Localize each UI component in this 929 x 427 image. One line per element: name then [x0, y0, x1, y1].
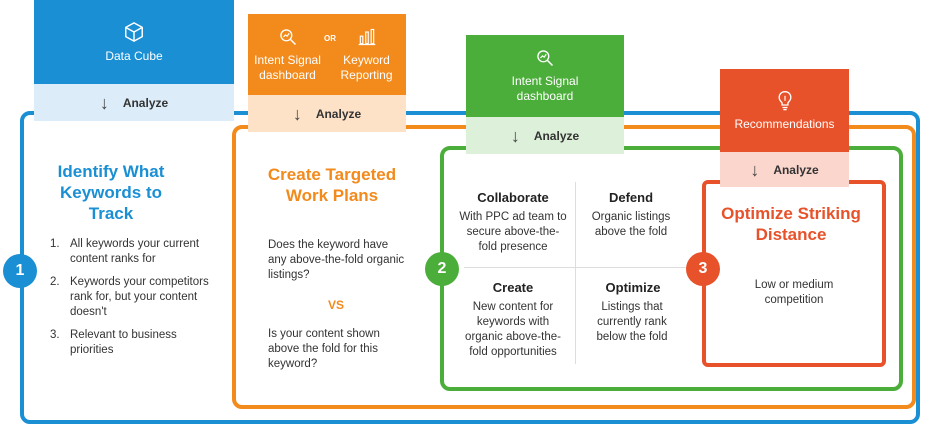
optimize-text: Listings that currently rank below the f… [596, 301, 668, 343]
stage1-heading: Identify What Keywords to Track [57, 162, 165, 223]
arrow-down-icon: ↓ [510, 125, 520, 146]
bar-chart-icon [358, 28, 375, 45]
stage1-analyze: ↓ Analyze [34, 84, 234, 121]
analyze-label: Analyze [773, 162, 819, 177]
magnifier-chart-icon [537, 50, 554, 67]
analyze-label: Analyze [533, 128, 580, 143]
recommendations-box: Recommendations [720, 69, 849, 152]
defend-title: Defend [608, 190, 654, 205]
arrow-down-icon: ↓ [292, 103, 302, 124]
keyword-criteria-list: 1.All keywords your current content rank… [50, 237, 210, 366]
list-item: 2.Keywords your competitors rank for, bu… [50, 276, 209, 318]
stage2-heading: Create Targeted Work Plans [267, 165, 397, 205]
or-label: OR [324, 34, 336, 43]
quadrant-divider-vertical [575, 182, 576, 364]
stage4-analyze: ↓ Analyze [720, 152, 849, 187]
keyword-reporting-option: Keyword Reporting [327, 14, 406, 95]
optimize-title: Optimize [605, 280, 661, 295]
analyze-label: Analyze [315, 106, 362, 121]
list-item: 3.Relevant to business priorities [50, 329, 177, 356]
keyword-reporting-label: Keyword Reporting [340, 52, 393, 82]
magnifier-chart-icon [279, 28, 296, 45]
step-number-2: 2 [425, 252, 459, 286]
analyze-label: Analyze [122, 95, 169, 110]
intent-signal-label: Intent Signal dashboard [511, 74, 579, 103]
intent-signal-box: Intent Signal dashboard [466, 35, 624, 117]
intent-signal-label: Intent Signal dashboard [254, 52, 321, 82]
step-number-3: 3 [686, 252, 720, 286]
step-number-1: 1 [3, 254, 37, 288]
question-2: Is your content shown above the fold for… [268, 328, 380, 370]
stage4-heading: Optimize Striking Distance [721, 204, 861, 244]
create-title: Create [492, 280, 534, 295]
stage2-analyze: ↓ Analyze [248, 95, 406, 132]
recommendations-label: Recommendations [734, 117, 835, 131]
collaborate-title: Collaborate [477, 190, 549, 205]
stage3-analyze: ↓ Analyze [466, 117, 624, 154]
data-cube-box: Data Cube [34, 0, 234, 84]
cube-icon [125, 21, 143, 42]
list-item: 1.All keywords your current content rank… [50, 238, 200, 265]
vs-label: VS [327, 298, 344, 312]
intent-or-keyword-box: Intent Signal dashboard Keyword Reportin… [248, 14, 406, 95]
create-text: New content for keywords with organic ab… [465, 301, 561, 358]
lightbulb-icon [777, 90, 792, 111]
collaborate-text: With PPC ad team to secure above-the-fol… [459, 211, 567, 253]
arrow-down-icon: ↓ [99, 92, 109, 113]
data-cube-label: Data Cube [105, 48, 163, 63]
intent-signal-option: Intent Signal dashboard [248, 14, 327, 95]
stage4-text: Low or medium competition [754, 279, 834, 306]
arrow-down-icon: ↓ [750, 159, 760, 180]
question-1: Does the keyword have any above-the-fold… [268, 239, 405, 281]
defend-text: Organic listings above the fold [591, 211, 671, 238]
